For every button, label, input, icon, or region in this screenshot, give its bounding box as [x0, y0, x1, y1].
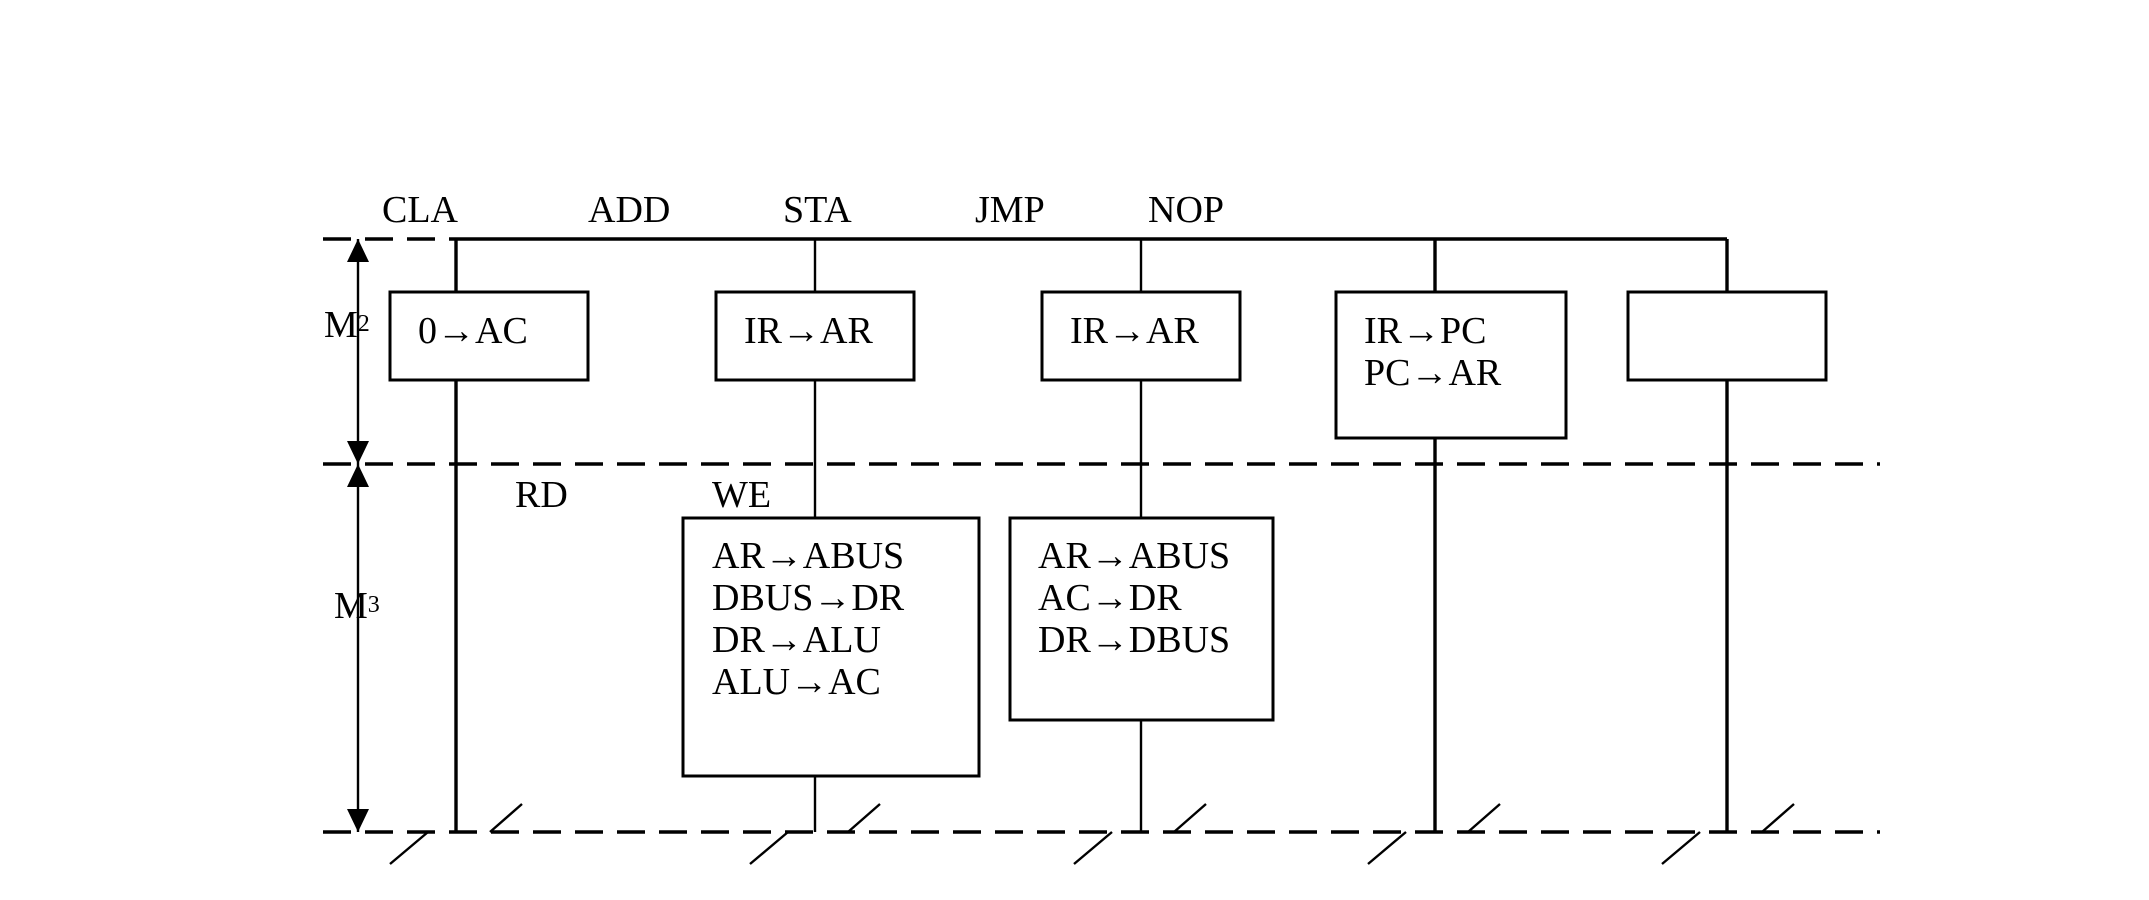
svg-text:PC→AR: PC→AR	[1364, 352, 1502, 394]
svg-text:IR→PC: IR→PC	[1364, 310, 1486, 352]
svg-text:DR→ALU: DR→ALU	[712, 619, 881, 661]
svg-text:IR→AR: IR→AR	[744, 310, 873, 352]
svg-text:ALU→AC: ALU→AC	[712, 661, 881, 703]
m2-box-add	[714, 290, 916, 382]
svg-text:DR→DBUS: DR→DBUS	[1038, 619, 1230, 661]
m2-box-jmp	[1334, 290, 1568, 440]
phase-label-m2: M2	[324, 304, 370, 346]
svg-text:IR→AR: IR→AR	[1070, 310, 1199, 352]
opcode-label-cla: CLA	[382, 189, 459, 231]
phase-label-m3: M3	[334, 585, 380, 627]
signal-label-we: WE	[712, 474, 771, 516]
opcode-label-nop: NOP	[1148, 189, 1224, 231]
m3-box-sta	[1008, 516, 1275, 722]
branch-add: IR→AR AR→ABUS DBUS→DR DR→ALU ALU→AC	[681, 239, 981, 832]
opcode-label-sta: STA	[783, 189, 852, 231]
branch-jmp: IR→PC PC→AR	[1334, 239, 1568, 832]
opcode-label-add: ADD	[588, 189, 670, 231]
svg-text:0→AC: 0→AC	[418, 310, 528, 352]
svg-text:DBUS→DR: DBUS→DR	[712, 577, 905, 619]
branch-cla: 0→AC	[388, 239, 590, 832]
branch-sta: IR→AR AR→ABUS AC→DR DR→DBUS	[1008, 239, 1275, 832]
m2-box-sta	[1040, 290, 1242, 382]
signal-label-rd: RD	[515, 474, 568, 516]
m3-dimension-arrow	[347, 464, 369, 832]
m2-box-nop	[1626, 290, 1828, 382]
m2-dimension-arrow	[347, 239, 369, 464]
opcode-label-jmp: JMP	[975, 189, 1045, 231]
svg-text:AR→ABUS: AR→ABUS	[712, 535, 904, 577]
m2-box-cla	[388, 290, 590, 382]
m3-box-add	[681, 516, 981, 778]
svg-text:AC→DR: AC→DR	[1038, 577, 1182, 619]
svg-text:AR→ABUS: AR→ABUS	[1038, 535, 1230, 577]
branch-nop	[1626, 239, 1828, 832]
junction-marks	[389, 803, 1795, 865]
